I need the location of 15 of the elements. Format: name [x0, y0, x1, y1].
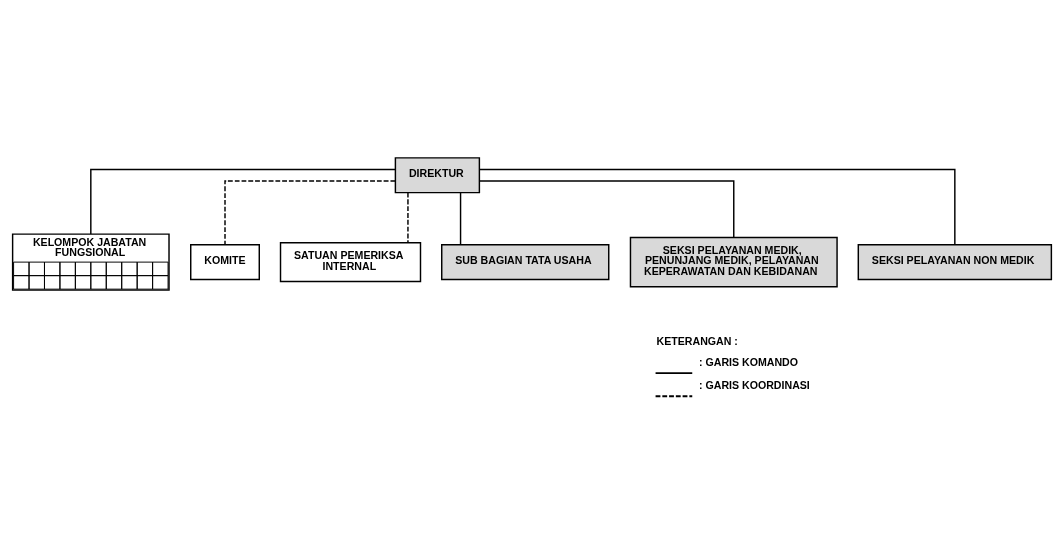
node-box: SEKSI PELAYANAN NON MEDIK: [857, 244, 1053, 281]
node-box: SUB BAGIAN TATA USAHA: [441, 244, 610, 281]
label: KETERANGAN :: [656, 334, 738, 347]
node-box: DIREKTUR: [394, 157, 481, 194]
legend-label: : GARIS KOMANDO: [699, 356, 799, 369]
connector: [90, 168, 396, 235]
connector: [224, 180, 396, 246]
connector: [407, 192, 409, 244]
legend-label: : GARIS KOORDINASI: [699, 379, 810, 392]
connector: [478, 180, 735, 239]
connector: [479, 168, 956, 246]
node-box: SEKSI PELAYANAN MEDIK, PENUNJANG MEDIK, PELAYANAN KEPERAWATAN DAN KEBIDANAN: [629, 236, 838, 288]
connector: [459, 192, 462, 246]
node-box: SATUAN PEMERIKSA INTERNAL: [279, 242, 422, 283]
node-box: KOMITE: [190, 244, 260, 281]
